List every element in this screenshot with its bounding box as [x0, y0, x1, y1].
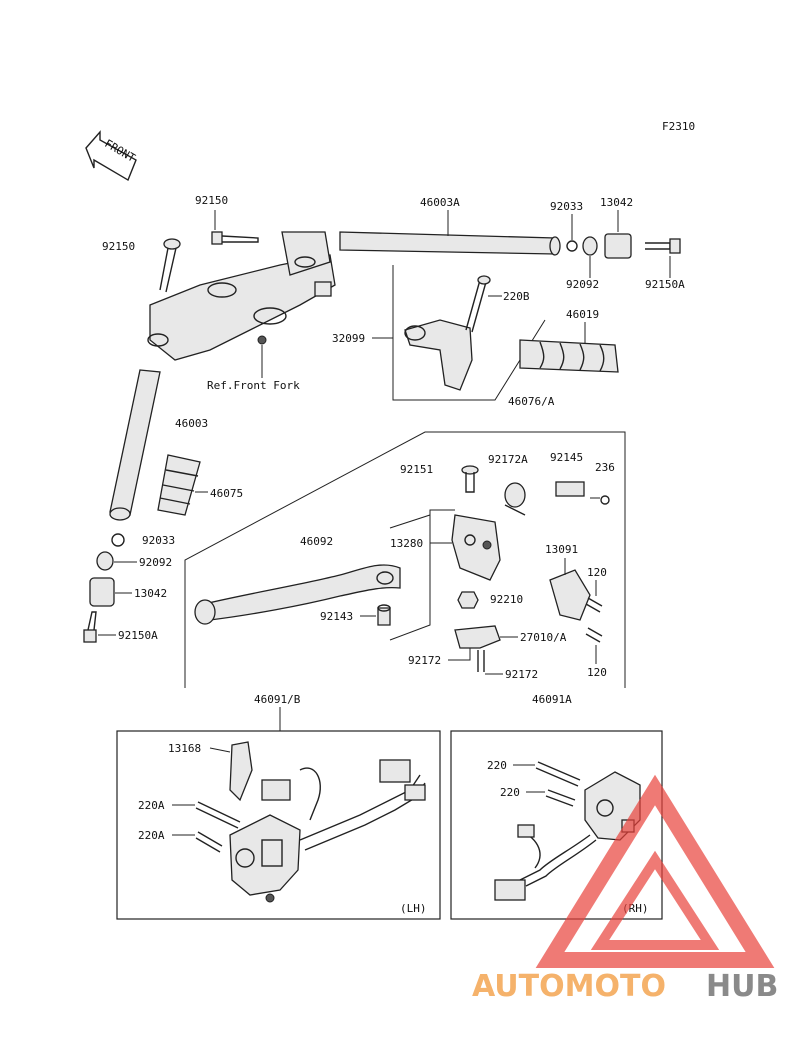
adjuster-icon	[504, 482, 526, 516]
screw-icon	[465, 275, 491, 333]
grip-left-icon	[157, 454, 201, 516]
label-220-a: 220	[487, 759, 507, 772]
label-46091B: 46091/B	[254, 693, 301, 706]
label-13042-top: 13042	[600, 196, 633, 209]
circlip-icon	[111, 533, 125, 547]
label-46092: 46092	[300, 535, 333, 548]
left-switch-housing-icon	[229, 814, 301, 903]
figure-code: F2310	[662, 120, 695, 133]
watermark-logo: AUTOMOTO HUB	[472, 774, 778, 1004]
label-92033-top: 92033	[550, 200, 583, 213]
cover-icon	[229, 741, 253, 802]
damper-icon	[582, 236, 598, 256]
bolt-icon	[645, 238, 681, 254]
label-92150A-top: 92150A	[645, 278, 685, 291]
pivot-bolt-icon	[461, 465, 479, 493]
label-92143: 92143	[320, 610, 353, 623]
damper-icon	[96, 551, 114, 571]
label-236: 236	[595, 461, 615, 474]
bolt-icon	[83, 611, 97, 643]
screw-icon	[195, 801, 241, 829]
label-46075: 46075	[210, 487, 243, 500]
label-220A-b: 220A	[138, 829, 165, 842]
label-220B: 220B	[503, 290, 530, 303]
label-92092-left: 92092	[139, 556, 172, 569]
bar-end-weight-icon	[604, 233, 632, 259]
nut-icon	[457, 591, 479, 609]
label-13042-left: 13042	[134, 587, 167, 600]
watermark-triangle-icon	[535, 774, 775, 968]
label-92145: 92145	[550, 451, 583, 464]
bolt-icon	[211, 231, 259, 245]
label-46003: 46003	[175, 417, 208, 430]
lh-switch-box	[116, 730, 441, 920]
label-92150A-left: 92150A	[118, 629, 158, 642]
screw-icon	[585, 597, 603, 613]
wire-harness-icon	[494, 824, 597, 901]
screw-icon	[195, 831, 223, 853]
handlebar-tube-left-icon	[109, 369, 161, 521]
label-92033-left: 92033	[142, 534, 175, 547]
label-92150-top: 92150	[195, 194, 228, 207]
label-92151: 92151	[400, 463, 433, 476]
bar-end-weight-icon	[89, 577, 115, 607]
label-92172A: 92172A	[488, 453, 528, 466]
label-92172-b: 92172	[505, 668, 538, 681]
label-92172-a: 92172	[408, 654, 441, 667]
rh-switch-box	[450, 730, 663, 920]
label-92092-top: 92092	[566, 278, 599, 291]
label-ref-front-fork: Ref.Front Fork	[207, 379, 300, 392]
label-32099: 32099	[332, 332, 365, 345]
watermark-text-part2: HUB	[706, 969, 778, 1004]
label-13168: 13168	[168, 742, 201, 755]
collar-icon	[377, 604, 391, 626]
lever-holder-icon	[451, 514, 501, 581]
screw-icon	[535, 761, 581, 787]
label-46003A: 46003A	[420, 196, 460, 209]
screw-icon	[585, 627, 603, 643]
watermark-triangle-inner-icon	[590, 850, 720, 950]
label-46076A: 46076/A	[508, 395, 555, 408]
label-27010A: 27010/A	[520, 631, 567, 644]
label-46019: 46019	[566, 308, 599, 321]
handlebar-tube-right-icon	[339, 231, 561, 256]
clutch-switch-icon	[454, 625, 501, 649]
spring-icon	[555, 481, 585, 497]
throttle-housing-icon	[404, 319, 473, 391]
label-92150-left: 92150	[102, 240, 135, 253]
label-120-b: 120	[587, 666, 607, 679]
lh-label: (LH)	[400, 902, 427, 915]
label-13091: 13091	[545, 543, 578, 556]
label-220-b: 220	[500, 786, 520, 799]
watermark-text-part1: AUTOMOTO	[472, 969, 666, 1004]
label-220A-a: 220A	[138, 799, 165, 812]
grip-right-icon	[519, 339, 619, 373]
front-arrow-icon: FRONT	[85, 130, 138, 182]
wire-harness-icon	[261, 759, 426, 851]
clutch-lever-icon	[194, 564, 401, 625]
label-92210: 92210	[490, 593, 523, 606]
handlebar-holder-icon	[147, 231, 336, 361]
bolt-icon	[159, 238, 181, 293]
label-13280: 13280	[390, 537, 423, 550]
circlip-icon	[566, 240, 578, 252]
screw-icon	[545, 789, 576, 807]
label-46091A: 46091A	[532, 693, 572, 706]
clamp-icon	[549, 569, 591, 621]
label-120-a: 120	[587, 566, 607, 579]
screw-icon	[477, 650, 485, 672]
pin-icon	[600, 495, 610, 505]
